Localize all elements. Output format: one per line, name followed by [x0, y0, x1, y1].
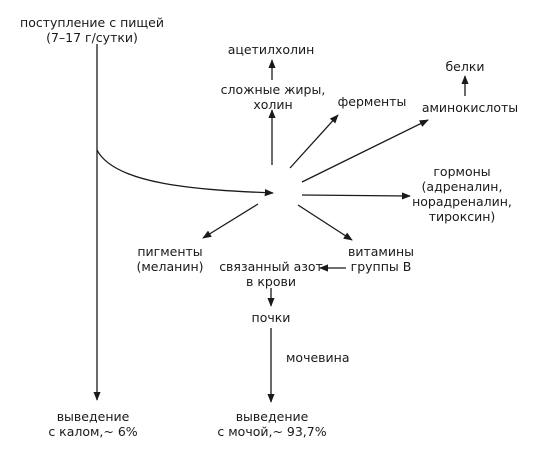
enzymes-label: ферменты: [337, 94, 407, 109]
amino-acids-label: аминокислоты: [421, 100, 519, 115]
hormones-line-1: гормоны: [433, 164, 491, 179]
hormones-line-3: норадреналин,: [412, 194, 512, 209]
excretion-urine-label: выведение с мочой,~ 93,7%: [217, 409, 326, 439]
intake-label: поступление с пищей (7–17 г/сутки): [20, 15, 164, 45]
hormones-line-4: тироксин): [428, 209, 496, 224]
vitamins-label: витамины группы В: [348, 244, 414, 274]
pool-to-enzymes-arrow: [289, 114, 339, 169]
urea-label: мочевина: [286, 350, 350, 365]
complex-fats-line-1: сложные жиры,: [220, 82, 326, 97]
excretion-feces-line-2: с калом,~ 6%: [48, 424, 138, 439]
complex-fats-label: сложные жиры, холин: [221, 82, 326, 112]
hormones-line-2: (адреналин,: [421, 179, 503, 194]
bound-nitrogen-line-2: в крови: [246, 274, 296, 289]
pool-to-hormones-arrow: [301, 192, 411, 200]
excretion-feces-label: выведение с калом,~ 6%: [48, 409, 137, 439]
intake-line-2: (7–17 г/сутки): [46, 30, 138, 45]
excretion-urine-line-1: выведение: [235, 409, 309, 424]
pool-to-vitamins-arrow: [297, 204, 353, 241]
pigments-line-1: пигменты: [137, 244, 203, 259]
bound-nitrogen-label: связанный азот в крови: [219, 259, 323, 289]
pool-to-aminoacids-arrow: [301, 119, 429, 183]
complex-fats-line-2: холин: [253, 97, 293, 112]
excretion-urine-line-2: с мочой,~ 93,7%: [217, 424, 327, 439]
kidneys-label: почки: [251, 310, 291, 325]
vitamins-line-1: витамины: [347, 244, 415, 259]
vitamins-line-2: группы В: [350, 259, 412, 274]
hormones-label: гормоны (адреналин, норадреналин, тирокс…: [412, 164, 512, 224]
bound-nitrogen-line-1: связанный азот: [219, 259, 323, 274]
acetylcholine-label: ацетилхолин: [227, 42, 315, 57]
pigments-line-2: (меланин): [136, 259, 204, 274]
pool-to-pigments-arrow: [202, 203, 259, 239]
proteins-label: белки: [445, 59, 485, 74]
intake-line-1: поступление с пищей: [20, 15, 164, 30]
pigments-label: пигменты (меланин): [137, 244, 204, 274]
excretion-feces-line-1: выведение: [56, 409, 130, 424]
intake-to-pool-arrow: [96, 149, 274, 197]
